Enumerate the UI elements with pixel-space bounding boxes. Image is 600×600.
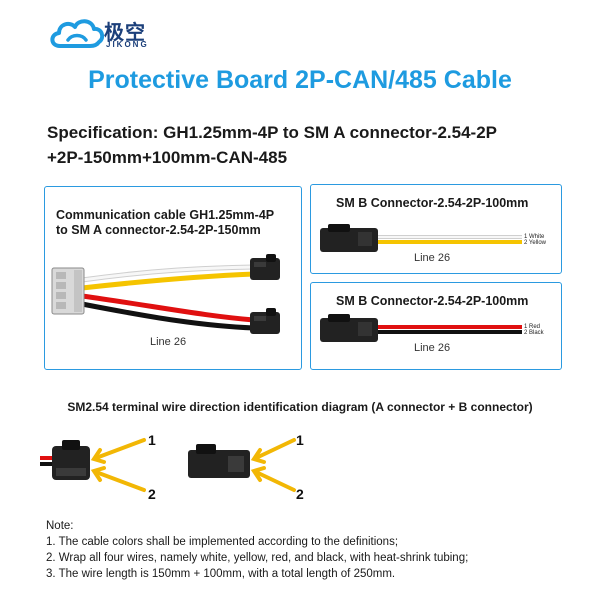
black-wire — [81, 301, 255, 331]
communication-cable-line-label: Line 26 — [150, 336, 187, 348]
sm-b-connector-white-yellow-wire-labels: 1 White 2 Yellow — [524, 234, 546, 246]
arrow-to-pin-1-icon — [90, 438, 146, 464]
sm-b-connector-white-yellow-title: SM B Connector-2.54-2P-100mm — [336, 196, 529, 210]
sm-a-connector-bottom-icon — [250, 308, 280, 334]
communication-cable-title: Communication cable GH1.25mm-4P to SM A … — [56, 208, 296, 238]
wire-label-black: 2 Black — [524, 330, 544, 336]
cloud-logo-icon — [50, 19, 105, 48]
brand-name-cn: 极空 — [104, 20, 146, 44]
wire-label-red: 1 Red — [524, 324, 541, 330]
arrow-to-pin-1-icon — [250, 438, 296, 464]
specification: Specification: GH1.25mm-4P to SM A conne… — [47, 120, 587, 170]
sm-b-connector-red-black-wire-labels: 1 Red 2 Black — [524, 324, 544, 336]
arrow-to-pin-2-icon — [90, 466, 146, 492]
yellow-wire — [81, 271, 255, 291]
b-connector-pin-2-label: 2 — [296, 486, 304, 502]
wire-label-yellow: 2 Yellow — [524, 240, 547, 246]
specification-line-2: +2P-150mm+100mm-CAN-485 — [47, 148, 288, 167]
a-connector-icon — [52, 440, 90, 480]
communication-cable-illustration — [51, 254, 280, 334]
notes-section: Note: 1. The cable colors shall be imple… — [46, 518, 586, 582]
arrow-to-pin-2-icon — [250, 466, 296, 492]
a-connector-direction-diagram — [40, 438, 146, 492]
sm-a-connector-top-icon — [250, 254, 280, 280]
sm-b-connector-red-black-illustration — [320, 314, 522, 342]
a-connector-pin-2-label: 2 — [148, 486, 156, 502]
note-item-2: 2. Wrap all four wires, namely white, ye… — [46, 552, 469, 564]
red-wire — [81, 293, 255, 323]
note-item-3: 3. The wire length is 150mm + 100mm, wit… — [46, 568, 396, 580]
sm-b-connector-icon — [320, 314, 378, 342]
specification-line-1: Specification: GH1.25mm-4P to SM A conne… — [47, 123, 497, 142]
page-title: Protective Board 2P-CAN/485 Cable — [88, 66, 512, 94]
sm-b-connector-red-black-title: SM B Connector-2.54-2P-100mm — [336, 294, 529, 308]
b-connector-icon — [188, 444, 250, 478]
sm-b-connector-white-yellow-line-label: Line 26 — [414, 252, 451, 264]
b-connector-pin-1-label: 1 — [296, 432, 304, 448]
gh-connector-icon — [51, 267, 85, 315]
sm-b-connector-red-black-line-label: Line 26 — [414, 342, 451, 354]
wire-label-white: 1 White — [524, 234, 545, 240]
sm-b-connector-icon — [320, 224, 378, 252]
communication-cable-title-line-2: to SM A connector-2.54-2P-150mm — [56, 223, 261, 237]
communication-cable-title-line-1: Communication cable GH1.25mm-4P — [56, 208, 275, 222]
diagram-title: SM2.54 terminal wire direction identific… — [67, 400, 533, 414]
b-connector-direction-diagram — [188, 438, 296, 492]
a-connector-pin-1-label: 1 — [148, 432, 156, 448]
brand-name-en: JIKONG — [106, 40, 149, 49]
note-item-1: 1. The cable colors shall be implemented… — [46, 536, 399, 548]
white-wire-core — [81, 265, 255, 282]
sm-b-connector-white-yellow-illustration — [320, 224, 522, 252]
notes-heading: Note: — [46, 520, 74, 532]
